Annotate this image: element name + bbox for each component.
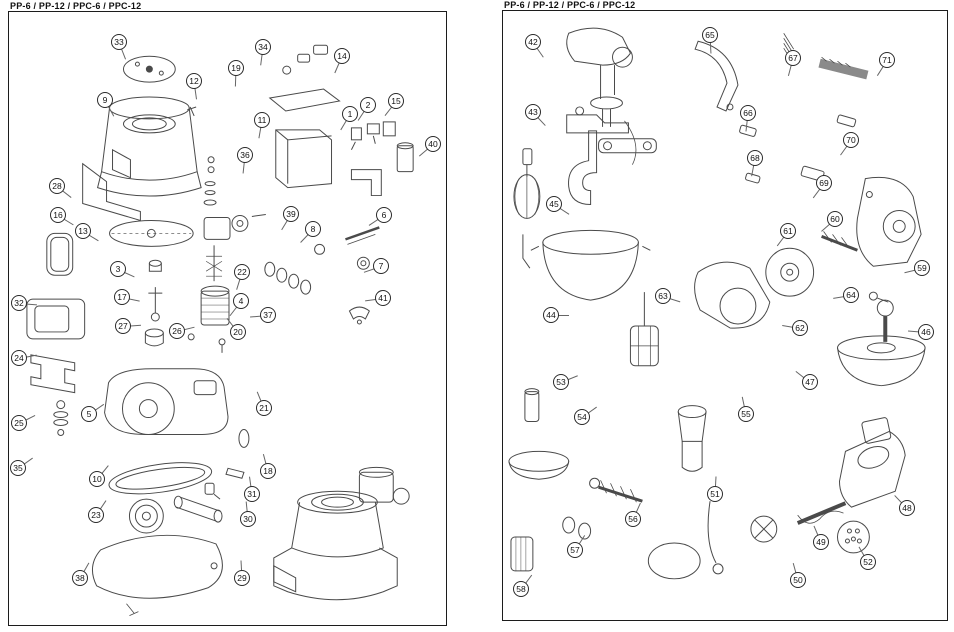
callout-47: 47 [802, 374, 818, 390]
callout-9: 9 [97, 92, 113, 108]
callout-45: 45 [546, 196, 562, 212]
callout-49: 49 [813, 534, 829, 550]
callout-51: 51 [707, 486, 723, 502]
callout-42: 42 [525, 34, 541, 50]
callout-6: 6 [376, 207, 392, 223]
callout-35: 35 [10, 460, 26, 476]
callout-61: 61 [780, 223, 796, 239]
callout-48: 48 [899, 500, 915, 516]
callout-44: 44 [543, 307, 559, 323]
right-page-frame: 65 42 67 71 43 66 70 68 69 45 60 61 59 63 64 44 62 46 47 53… [502, 10, 948, 621]
callout-32: 32 [11, 295, 27, 311]
callout-59: 59 [914, 260, 930, 276]
callout-15: 15 [388, 93, 404, 109]
callout-31: 31 [244, 486, 260, 502]
callout-12: 12 [186, 73, 202, 89]
callout-36: 36 [237, 147, 253, 163]
callout-30: 30 [240, 511, 256, 527]
callout-69: 69 [816, 175, 832, 191]
callout-65: 65 [702, 27, 718, 43]
exploded-drawing-left [26, 44, 414, 617]
callout-34: 34 [255, 39, 271, 55]
callout-5: 5 [81, 406, 97, 422]
right-page-title: PP-6 / PP-12 / PPC-6 / PPC-12 [504, 0, 636, 10]
callout-17: 17 [114, 289, 130, 305]
callout-55: 55 [738, 406, 754, 422]
callout-26: 26 [169, 323, 185, 339]
callout-62: 62 [792, 320, 808, 336]
callout-56: 56 [625, 511, 641, 527]
callout-19: 19 [228, 60, 244, 76]
callout-3: 3 [110, 261, 126, 277]
callout-22: 22 [234, 264, 250, 280]
callout-54: 54 [574, 409, 590, 425]
callout-67: 67 [785, 50, 801, 66]
callout-24: 24 [11, 350, 27, 366]
callout-21: 21 [256, 400, 272, 416]
callout-57: 57 [567, 542, 583, 558]
callout-28: 28 [49, 178, 65, 194]
callout-33: 33 [111, 34, 127, 50]
callout-20: 20 [230, 324, 246, 340]
callout-18: 18 [260, 463, 276, 479]
callout-43: 43 [525, 104, 541, 120]
callout-1: 1 [342, 106, 358, 122]
callout-53: 53 [553, 374, 569, 390]
callout-25: 25 [11, 415, 27, 431]
callout-4: 4 [233, 293, 249, 309]
callout-27: 27 [115, 318, 131, 334]
callout-40: 40 [425, 136, 441, 152]
callout-64: 64 [843, 287, 859, 303]
callout-39: 39 [283, 206, 299, 222]
callout-71: 71 [879, 52, 895, 68]
callout-29: 29 [234, 570, 250, 586]
callout-52: 52 [860, 554, 876, 570]
callout-50: 50 [790, 572, 806, 588]
callout-60: 60 [827, 211, 843, 227]
exploded-drawing-right [508, 27, 926, 580]
callout-23: 23 [88, 507, 104, 523]
callout-8: 8 [305, 221, 321, 237]
right-callout-layer: 65 42 67 71 43 66 70 68 69 45 60 61 59 63 64 44 62 46 47 53… [503, 11, 947, 620]
callout-66: 66 [740, 105, 756, 121]
callout-37: 37 [260, 307, 276, 323]
callout-7: 7 [373, 258, 389, 274]
callout-38: 38 [72, 570, 88, 586]
callout-10: 10 [89, 471, 105, 487]
callout-13: 13 [75, 223, 91, 239]
callout-2: 2 [360, 97, 376, 113]
callout-70: 70 [843, 132, 859, 148]
callout-68: 68 [747, 150, 763, 166]
callout-14: 14 [334, 48, 350, 64]
callout-16: 16 [50, 207, 66, 223]
left-page-title: PP-6 / PP-12 / PPC-6 / PPC-12 [10, 1, 142, 11]
callout-11: 11 [254, 112, 270, 128]
callout-41: 41 [375, 290, 391, 306]
callout-63: 63 [655, 288, 671, 304]
callout-58: 58 [513, 581, 529, 597]
callout-46: 46 [918, 324, 934, 340]
